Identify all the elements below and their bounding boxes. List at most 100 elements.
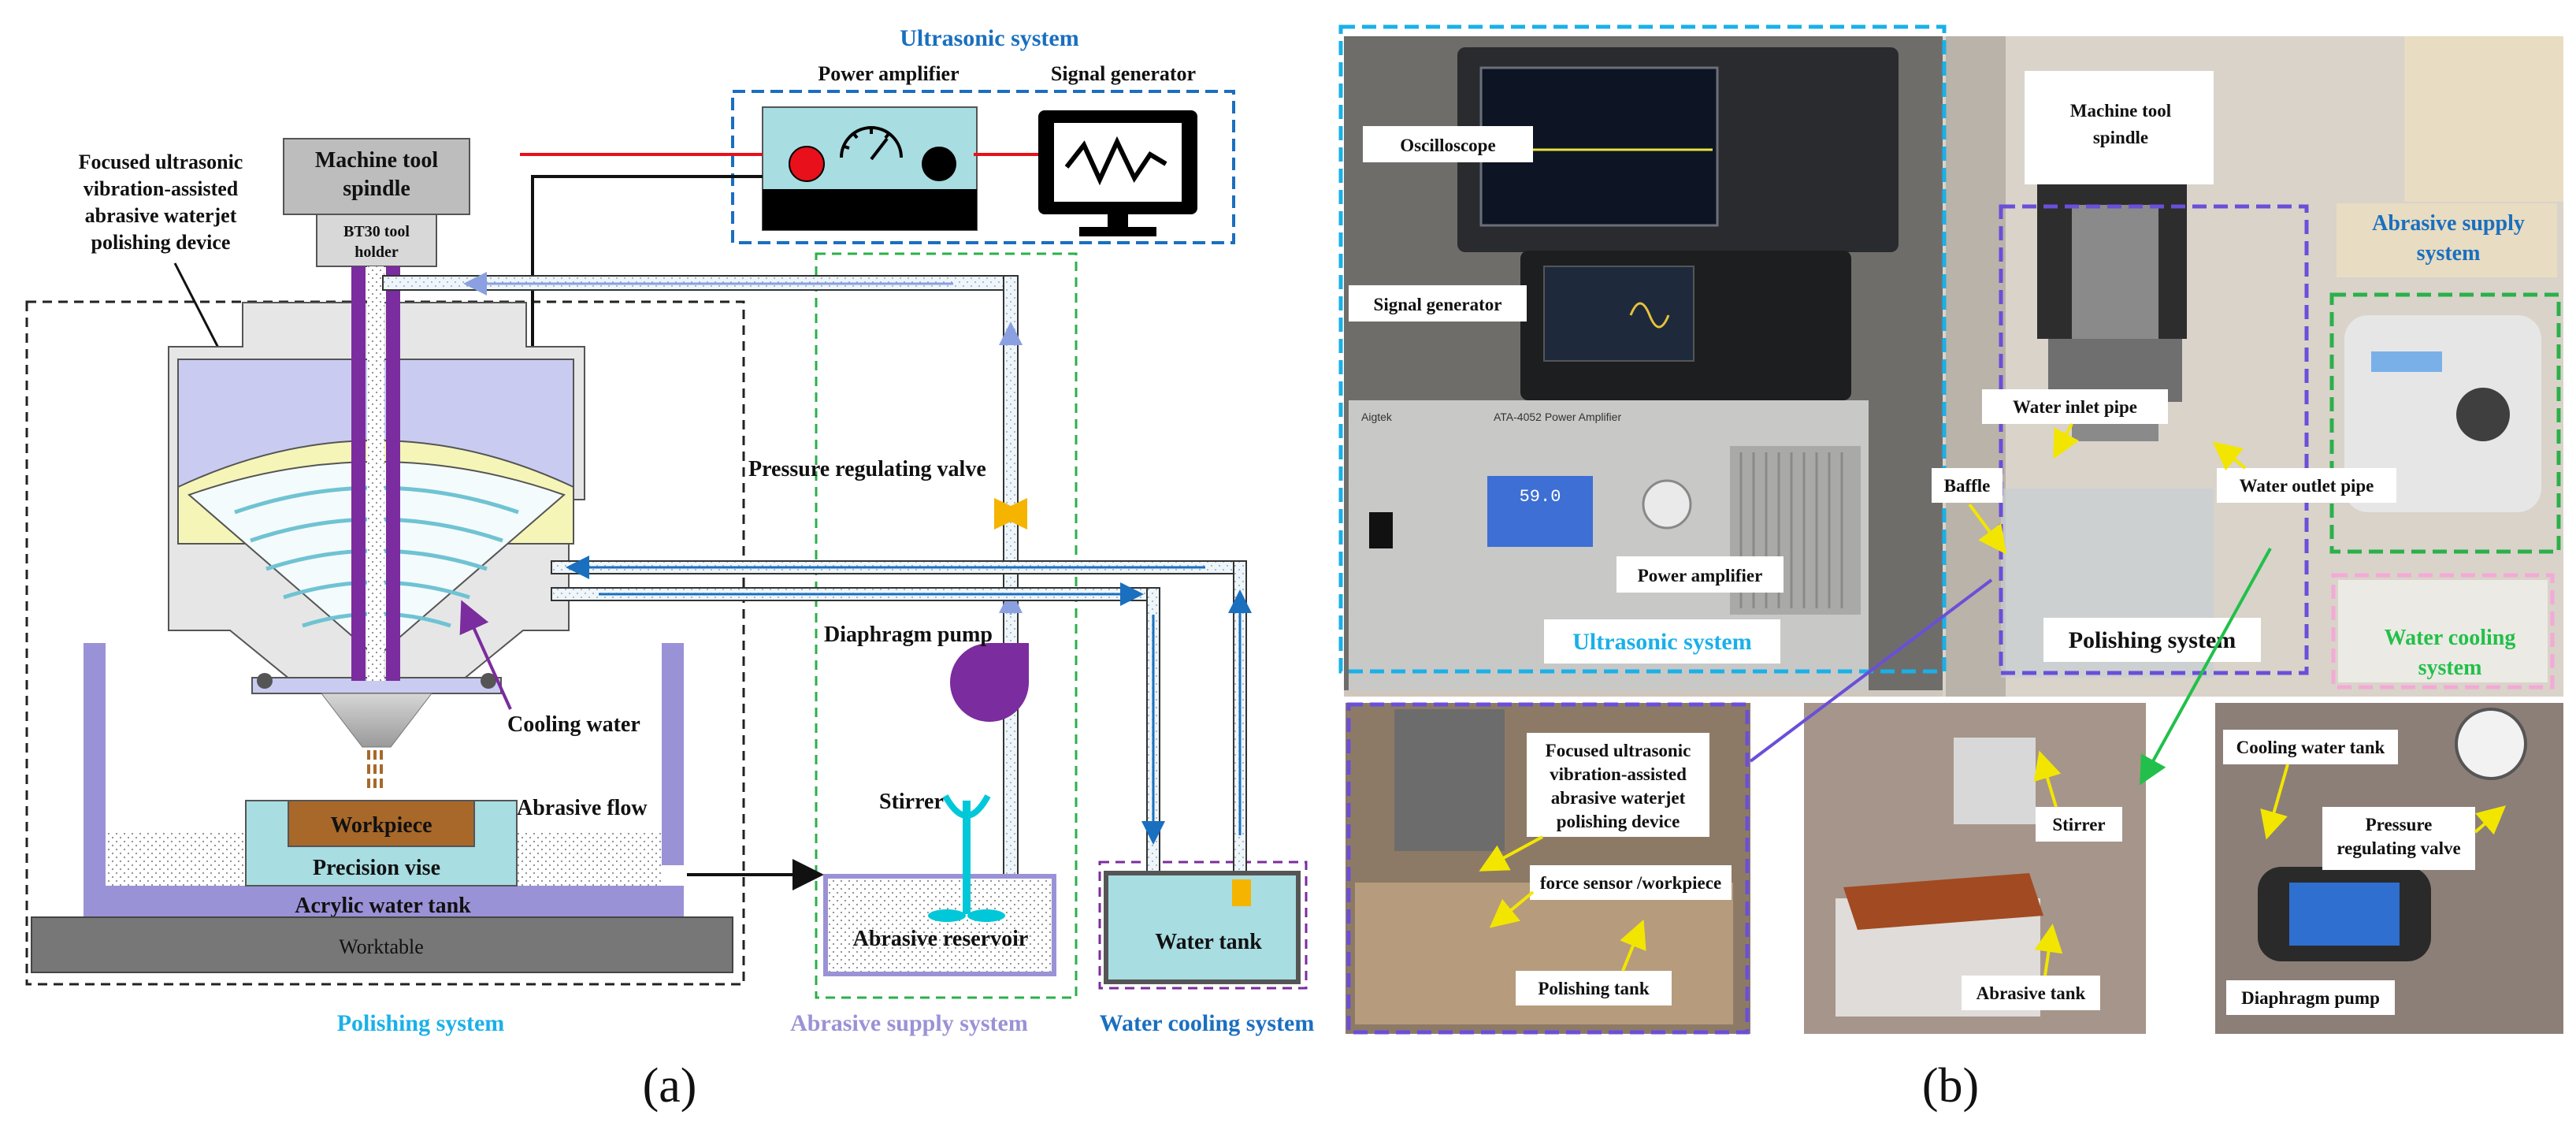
diaphragm-pump-tag: Diaphragm pump [2226,980,2395,1015]
ultrasonic-system-title: Ultrasonic system [900,25,1078,51]
panel-a-label: (a) [643,1059,697,1113]
b-signal-generator-label: Signal generator [1374,295,1502,314]
baffle-tag: Baffle [1932,468,2007,555]
b-abrasive-supply-label-1: Abrasive supply [2372,211,2525,236]
b-stirrer-label: Stirrer [2052,815,2105,834]
polishing-system-box [25,300,745,986]
pressure-gauge-photo [2455,708,2527,780]
signal-generator-screen [1543,266,1694,362]
water-outlet-label: Water outlet pipe [2240,476,2374,496]
abrasive-supply-system-box [815,252,1078,999]
amplifier-knob [1642,479,1692,530]
b-device-label-1: Focused ultrasonic [1546,741,1691,760]
panel-a: Ultrasonic system Power amplifier Signal… [25,25,1314,1113]
stirrer-box-photo [1954,738,2036,824]
diaphragm-pump-label: Diaphragm pump [824,623,993,647]
abrasive-plate-photo [1843,873,2043,930]
abrasive-reservoir [823,874,1056,976]
amplifier-model: ATA-4052 Power Amplifier [1494,411,1621,423]
abrasive-supply-tag: Abrasive supply system [2337,203,2557,277]
b-diaphragm-pump-label: Diaphragm pump [2241,988,2380,1008]
abrasive-reservoir-label: Abrasive reservoir [853,927,1029,951]
abrasive-tank-tag: Abrasive tank [1962,924,2100,1010]
b-abrasive-supply-label-2: system [2417,241,2481,266]
central-shaft [351,266,366,681]
pressure-valve-tag: Pressure regulating valve [2322,805,2507,870]
water-outlet-tag: Water outlet pipe [2212,441,2396,503]
b-spindle-label-2: spindle [2093,128,2148,147]
device-label-4: polishing device [91,231,231,254]
spindle-label-bg [2025,71,2214,184]
polishing-system-title: Polishing system [337,1010,505,1036]
machine-tool-spindle [283,138,470,215]
pressure-valve-icon [994,498,1027,530]
b-power-amplifier-label: Power amplifier [1638,566,1763,585]
signal-generator-wave [1629,302,1670,329]
ultrasonic-system-outline [1338,24,1947,674]
signal-generator-monitor-icon [1038,110,1197,236]
tool-holder-label-1: BT30 tool [343,223,410,240]
cooling-water-loop [551,556,1252,879]
water-tank-label: Water tank [1155,930,1262,954]
amplifier-black-knob [922,147,956,181]
polishing-tank-label: Polishing tank [1538,979,1649,998]
power-switch [1369,512,1393,548]
closeup-spindle [1394,709,1505,851]
water-tank-pump [1232,879,1251,906]
b-ultrasonic-system-label: Ultrasonic system [1572,629,1751,655]
closeup-connector-green [2140,548,2272,786]
force-sensor-tag: force sensor /workpiece [1489,865,1732,928]
baffle-label: Baffle [1944,476,1991,496]
oscilloscope-label: Oscilloscope [1400,136,1495,155]
device-closeup-tag: Focused ultrasonic vibration-assisted ab… [1479,733,1709,872]
spindle-label-2: spindle [343,177,410,201]
water-inlet-label: Water inlet pipe [2013,397,2137,417]
water-inlet-tag: Water inlet pipe [1982,389,2168,459]
water-cooling-system-box [1098,861,1308,990]
device-label-2: vibration-assisted [84,177,239,200]
b-pressure-valve-label-2: regulating valve [2337,838,2460,858]
cooling-water-pointer [459,600,512,710]
tool-holder-label-2: holder [354,243,399,261]
cooling-water-tank-tag: Cooling water tank [2223,730,2398,840]
stirrer-label: Stirrer [879,790,944,814]
central-shaft-2 [386,266,400,681]
amplifier-brand: Aigtek [1361,411,1393,423]
b-pressure-valve-label-1: Pressure [2366,815,2433,834]
signal-generator-label: Signal generator [1051,62,1196,85]
abrasive-flow-label: Abrasive flow [517,796,648,820]
stirrer-tag: Stirrer [2033,750,2122,842]
b-polishing-system-label: Polishing system [2069,627,2236,653]
abrasive-supply-knob [2456,388,2510,441]
ultrasonic-system-tag: Ultrasonic system [1544,619,1780,664]
b-device-label-4: polishing device [1557,812,1680,831]
closeup-connector-purple [1749,578,1993,763]
signal-generator-tag: Signal generator [1349,285,1527,322]
device-label-3: abrasive waterjet [85,204,237,227]
diaphragm-pump-outlet [989,643,1029,682]
ultrasonic-system-box [731,90,1235,244]
panel-b-label: (b) [1922,1059,1979,1113]
pressure-valve-label: Pressure regulating valve [748,457,986,481]
amplifier-display [1487,476,1593,547]
amplifier-grille-slots [1739,452,1843,608]
worktable [31,916,733,973]
acrylic-tank-label: Acrylic water tank [295,894,471,918]
b-water-cooling-label-2: system [2418,656,2482,680]
water-tank [1104,871,1301,984]
panel-b: Aigtek ATA-4052 Power Amplifier 59.0 Mac… [1338,24,2563,1113]
b-water-cooling-label-1: Water cooling [2385,626,2516,650]
abrasive-tank-label: Abrasive tank [1977,983,2086,1003]
polishing-tank-tag: Polishing tank [1516,919,1672,1005]
spindle-label-1: Machine tool [315,148,439,173]
stirrer-icon [928,794,1005,922]
workpiece [288,800,475,847]
gauge-icon [840,126,903,161]
force-sensor-label: force sensor /workpiece [1540,873,1721,893]
power-amplifier-tag: Power amplifier [1616,556,1784,593]
pump-label-photo [2289,883,2400,946]
power-amplifier-label: Power amplifier [818,62,959,85]
worktable-label: Worktable [339,935,424,958]
b-device-label-3: abrasive waterjet [1551,788,1686,808]
